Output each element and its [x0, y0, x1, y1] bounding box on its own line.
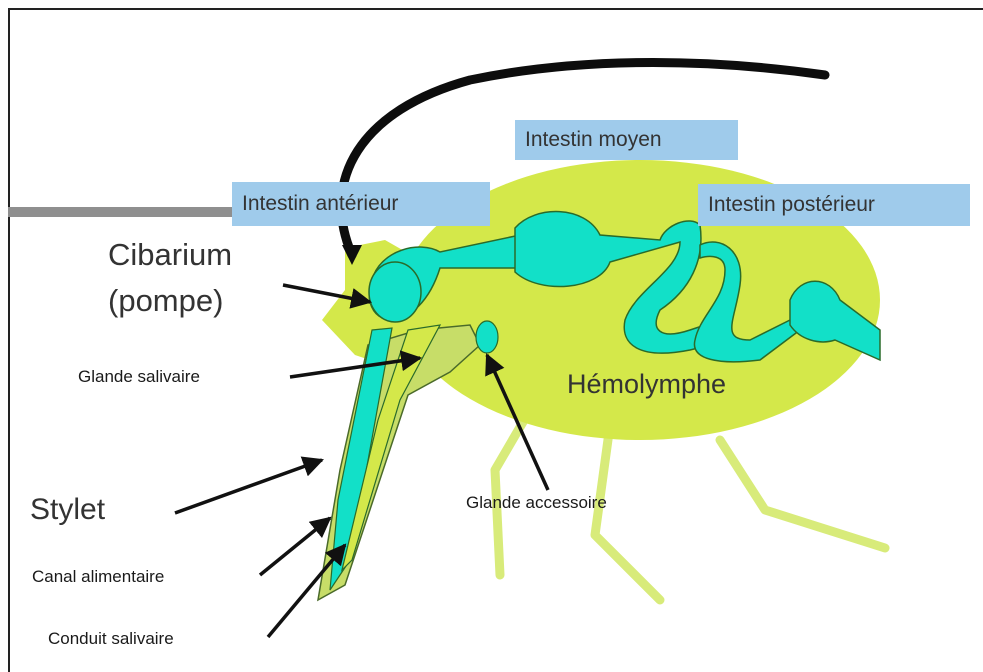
label-intestin-posterieur: Intestin postérieur — [698, 184, 970, 226]
label-hemolymphe: Hémolymphe — [567, 370, 726, 400]
arrow-canal-alimentaire — [260, 518, 330, 575]
label-glande-accessoire: Glande accessoire — [466, 494, 607, 513]
label-canal-alimentaire: Canal alimentaire — [32, 568, 164, 587]
accessory-gland — [476, 321, 498, 353]
label-intestin-moyen: Intestin moyen — [515, 120, 738, 160]
label-conduit-salivaire: Conduit salivaire — [48, 630, 174, 649]
label-pompe: (pompe) — [108, 284, 223, 318]
label-cibarium: Cibarium — [108, 238, 232, 272]
leg-3 — [720, 440, 885, 548]
plant-surface-bar — [8, 207, 240, 217]
cibarium-pump — [369, 262, 421, 322]
label-stylet: Stylet — [30, 493, 105, 526]
label-intestin-anterieur: Intestin antérieur — [232, 182, 490, 226]
label-glande-salivaire: Glande salivaire — [78, 368, 200, 387]
arrow-stylet — [175, 460, 322, 513]
